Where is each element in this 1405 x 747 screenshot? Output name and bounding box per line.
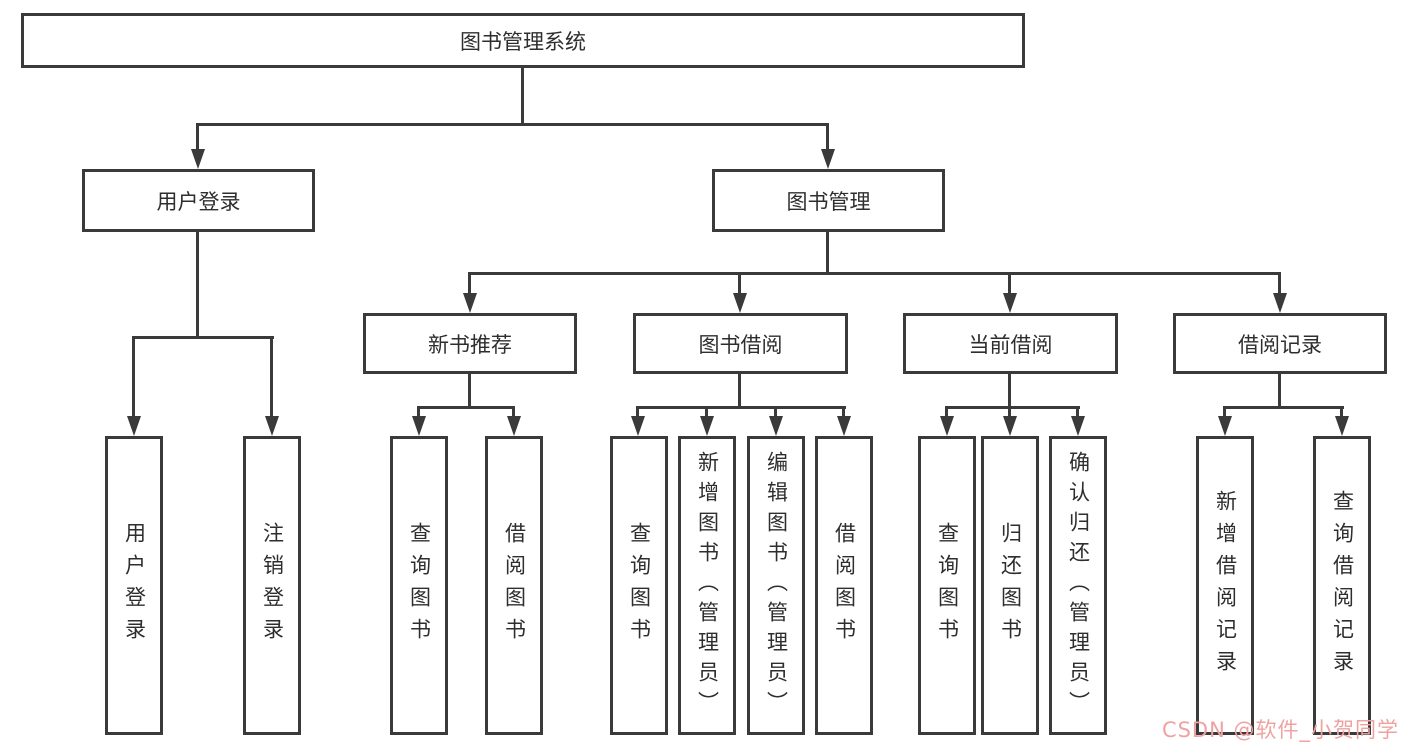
connector-arrow [768,406,784,436]
node-label: 借阅图书 [502,521,527,650]
connector-arrow [820,123,836,169]
node-query-books-current: 查询图书 [918,436,976,735]
node-label: 查询图书 [407,521,432,650]
connector-arrow [732,272,748,313]
node-query-borrow-record: 查询借阅记录 [1313,436,1371,735]
connector-arrow [836,406,852,436]
csdn-watermark: CSDN @软件_小贺同学 [1161,718,1399,742]
connector-arrow [190,123,206,169]
node-label: 借阅图书 [832,521,857,650]
node-label: 借阅记录 [1238,332,1322,357]
node-return-books: 归还图书 [981,436,1039,735]
connector-line [521,68,524,123]
node-new-book-recommend: 新书推荐 [363,313,577,374]
node-library-management-system: 图书管理系统 [21,13,1025,68]
connector-arrow [506,406,522,436]
node-user-login: 用户登录 [82,169,315,232]
node-confirm-return-admin: 确认归还（管理员） [1049,436,1107,735]
node-label: 查询借阅记录 [1330,489,1355,682]
connector-arrow [630,406,646,436]
connector-arrow [1217,406,1233,436]
node-label: 查询图书 [627,521,652,650]
connector-line [826,232,829,272]
connector-arrow [1002,406,1018,436]
connector-line [636,406,846,409]
node-label: 图书管理 [786,189,871,214]
node-label: 注销登录 [260,521,285,650]
node-label: 归还图书 [998,521,1023,650]
connector-arrow [1334,406,1350,436]
connector-line [1008,374,1011,406]
node-book-management: 图书管理 [712,169,945,232]
node-edit-books-admin: 编辑图书（管理员） [747,436,805,735]
node-query-books-recommend: 查询图书 [390,436,448,735]
connector-arrow [699,406,715,436]
connector-line [1278,374,1281,406]
connector-line [132,336,274,339]
node-logout: 注销登录 [243,436,301,735]
connector-line [196,123,829,126]
node-label: 当前借阅 [968,332,1053,357]
node-label: 新书推荐 [428,332,512,357]
node-current-borrowing: 当前借阅 [903,313,1118,374]
node-label: 查询图书 [935,521,960,650]
node-label: 新增图书（管理员） [695,450,720,721]
connector-arrow [1272,272,1288,313]
connector-line [417,406,515,409]
node-book-borrowing: 图书借阅 [633,313,848,374]
node-borrowing-records: 借阅记录 [1173,313,1387,374]
node-label: 用户登录 [156,189,241,214]
connector-arrow [1002,272,1018,313]
connector-line [468,374,471,406]
connector-line [1223,406,1344,409]
connector-line [738,374,741,406]
node-borrow-books: 借阅图书 [815,436,873,735]
node-borrow-books-recommend: 借阅图书 [485,436,543,735]
connector-arrow [462,272,478,313]
node-label: 新增借阅记录 [1213,489,1238,682]
node-label: 用户登录 [122,521,147,650]
node-add-books-admin: 新增图书（管理员） [678,436,736,735]
node-label: 确认归还（管理员） [1066,450,1091,721]
connector-line [196,232,199,336]
node-label: 图书管理系统 [460,29,586,54]
connector-arrow [126,336,142,436]
connector-arrow [264,336,280,436]
connector-line [945,406,1080,409]
node-label: 编辑图书（管理员） [764,450,789,721]
connector-arrow [939,406,955,436]
connector-arrow [1070,406,1086,436]
node-add-borrow-record: 新增借阅记录 [1196,436,1254,735]
connector-arrow [411,406,427,436]
connector-line [468,272,1281,275]
node-user-login-leaf: 用户登录 [105,436,163,735]
node-query-books-borrowing: 查询图书 [610,436,668,735]
node-label: 图书借阅 [698,332,783,357]
